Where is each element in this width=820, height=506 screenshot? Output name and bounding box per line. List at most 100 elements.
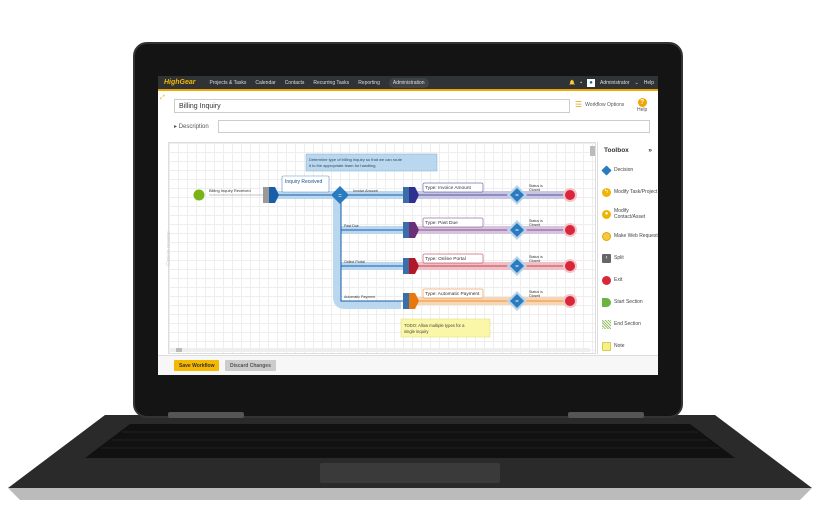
decision-node[interactable]	[510, 259, 524, 273]
flow-band	[333, 195, 401, 309]
chevron-down-icon[interactable]: ⌄	[634, 79, 639, 86]
top-nav: HighGear Projects & Tasks Calendar Conta…	[158, 76, 658, 91]
tool-label: End Section	[614, 321, 641, 327]
tool-label: Modify Contact/Asset	[614, 208, 646, 220]
description-toggle[interactable]: ▸ Description	[174, 124, 209, 130]
scroll-thumb[interactable]	[176, 348, 182, 352]
user-menu[interactable]: Administrator	[600, 79, 630, 86]
equals-icon: =	[515, 264, 519, 270]
nav-projects-tasks[interactable]: Projects & Tasks	[209, 79, 247, 86]
nav-contacts[interactable]: Contacts	[284, 79, 305, 86]
footer-bar: Save Workflow Discard Changes	[158, 355, 658, 375]
section-hatch	[263, 187, 269, 203]
end-section-icon	[602, 319, 611, 329]
workflow-options-button[interactable]: ☰Workflow Options	[575, 100, 624, 109]
save-workflow-button[interactable]: Save Workflow	[174, 360, 220, 371]
lightning-icon: ϟ	[602, 187, 611, 197]
step-label: Inquiry Received	[285, 179, 322, 185]
section-node[interactable]	[409, 187, 419, 203]
step-box[interactable]	[422, 217, 484, 228]
discard-changes-button[interactable]: Discard Changes	[225, 360, 276, 371]
vertical-scrollbar[interactable]	[590, 146, 595, 156]
condition-label: Status is	[529, 290, 543, 294]
section-node[interactable]	[409, 258, 419, 274]
exit-node[interactable]	[565, 296, 575, 306]
nav-help[interactable]: Help	[643, 79, 654, 86]
tool-decision[interactable]: Decision	[598, 159, 658, 181]
condition-label: Closed	[529, 188, 540, 192]
todo-line: TODO: Allow multiple types for a	[404, 323, 465, 328]
help-button[interactable]: ?Help	[637, 98, 647, 113]
section-hatch	[403, 258, 409, 274]
screen: HighGear Projects & Tasks Calendar Conta…	[158, 76, 658, 375]
branch-label: Past Due	[344, 224, 359, 228]
step-box[interactable]	[422, 288, 484, 299]
workflow-canvas[interactable]: Billing Inquiry Received Inquiry Receive…	[168, 142, 596, 354]
start-section-node[interactable]	[269, 187, 279, 203]
exit-node[interactable]	[565, 261, 575, 271]
tool-label: Exit	[614, 277, 623, 283]
collapse-icon[interactable]: »	[648, 147, 652, 154]
list-icon: ☰	[575, 100, 583, 109]
nav-administration[interactable]: Administration	[388, 77, 429, 88]
help-icon: ?	[637, 98, 647, 107]
rename-hint[interactable]: Click to rename	[166, 231, 172, 266]
section-node[interactable]	[409, 293, 419, 309]
start-section-icon	[602, 297, 611, 307]
hinge	[168, 412, 244, 418]
step-box[interactable]	[281, 175, 330, 193]
chat-icon[interactable]: ▪	[580, 79, 583, 86]
tool-exit[interactable]: Exit	[598, 269, 658, 291]
tool-label: Start Section	[614, 299, 643, 305]
decision-node[interactable]	[331, 186, 349, 204]
person-icon: ●	[602, 209, 611, 219]
tool-label: Make Web Request	[614, 233, 658, 239]
section-hatch	[403, 187, 409, 203]
decision-node[interactable]	[510, 294, 524, 308]
section-node[interactable]	[409, 222, 419, 238]
condition-label: Closed	[529, 223, 540, 227]
step-label: Type: Online Portal	[425, 256, 466, 262]
description-input[interactable]	[218, 120, 650, 133]
tool-label: Decision	[614, 167, 634, 173]
exit-node[interactable]	[565, 225, 575, 235]
bell-icon[interactable]: 🔔	[569, 79, 576, 86]
avatar[interactable]: ●	[587, 78, 596, 87]
start-node[interactable]	[193, 189, 205, 201]
workflow-title-input[interactable]: Billing Inquiry	[174, 99, 570, 113]
tool-label: Note	[614, 343, 625, 349]
tool-end-section[interactable]: End Section	[598, 313, 658, 335]
horizontal-scrollbar[interactable]	[170, 348, 590, 352]
nav-recurring-tasks[interactable]: Recurring Tasks	[313, 79, 350, 86]
expand-icon[interactable]: ⤢	[160, 95, 165, 101]
decision-node[interactable]	[510, 188, 524, 202]
workflow-options-label: Workflow Options	[585, 101, 625, 108]
step-box[interactable]	[422, 253, 484, 264]
tool-modify-contact[interactable]: ●Modify Contact/Asset	[598, 203, 658, 225]
exit-node[interactable]	[565, 190, 575, 200]
nav-calendar[interactable]: Calendar	[255, 79, 276, 86]
nav-reporting[interactable]: Reporting	[358, 79, 380, 86]
tool-start-section[interactable]: Start Section	[598, 291, 658, 313]
condition-label: Status is	[529, 184, 543, 188]
todo-note[interactable]	[400, 318, 491, 338]
decision-icon	[601, 164, 612, 176]
branch-label: Invoice Amount	[353, 189, 378, 193]
tool-label: Split	[614, 255, 624, 261]
tool-web-request[interactable]: Make Web Request	[598, 225, 658, 247]
start-label: Billing Inquiry Received	[209, 188, 251, 193]
step-box[interactable]	[422, 182, 484, 193]
note-line: Determine type of billing inquiry so tha…	[309, 157, 403, 162]
logo[interactable]: HighGear	[164, 79, 196, 86]
tool-note[interactable]: Note	[598, 335, 658, 357]
decision-node[interactable]	[510, 223, 524, 237]
branch-label: Automatic Payment	[344, 295, 375, 299]
note[interactable]	[305, 153, 438, 172]
note-icon	[602, 341, 611, 351]
tool-split[interactable]: ‹Split	[598, 247, 658, 269]
note-line: it to the appropriate team for handling	[309, 163, 376, 168]
step-label: Type: Past Due	[425, 220, 458, 226]
exit-icon	[602, 275, 611, 285]
